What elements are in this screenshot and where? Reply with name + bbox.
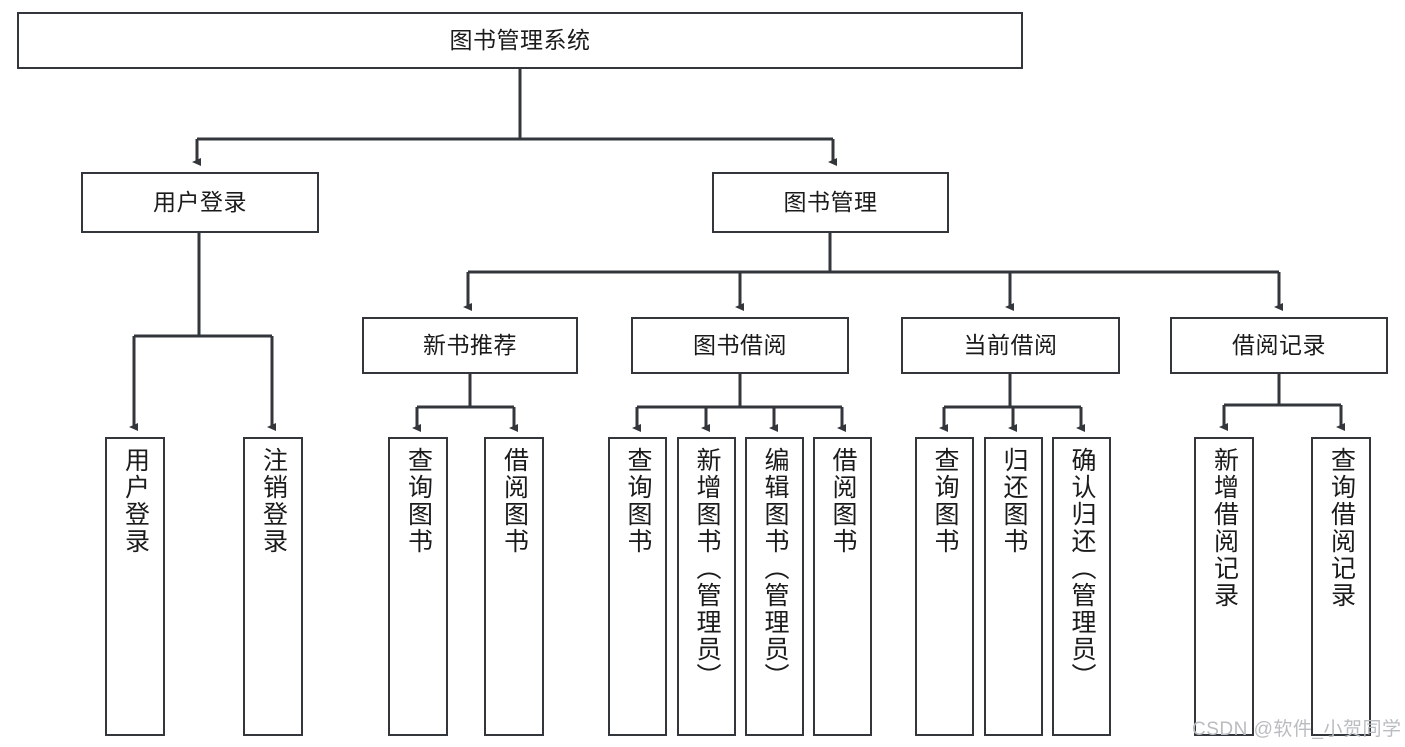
node-root-system[interactable]: 图书管理系统 [17, 12, 1023, 69]
node-leaf-confirm-return-admin[interactable]: 确认归还（管理员） [1052, 437, 1111, 736]
node-leaf-edit-book-admin[interactable]: 编辑图书（管理员） [745, 437, 804, 736]
node-label: 查询图书 [404, 447, 433, 555]
node-leaf-borrow-book[interactable]: 借阅图书 [813, 437, 872, 736]
node-label: 注销登录 [259, 447, 288, 555]
node-leaf-user-login[interactable]: 用户登录 [105, 437, 165, 736]
node-leaf-return-book[interactable]: 归还图书 [984, 437, 1043, 736]
node-leaf-query-borrow-record[interactable]: 查询借阅记录 [1311, 437, 1371, 736]
node-label: 归还图书 [1000, 447, 1028, 555]
node-user-login[interactable]: 用户登录 [81, 172, 319, 233]
node-label: 查询借阅记录 [1327, 447, 1356, 609]
node-label: 新增图书（管理员） [693, 447, 721, 690]
node-label: 用户登录 [121, 447, 150, 555]
csdn-watermark: CSDN @软件_小贺同学 [1192, 719, 1402, 740]
node-label: 确认归还（管理员） [1068, 447, 1096, 690]
node-current-borrow[interactable]: 当前借阅 [901, 317, 1120, 374]
node-borrow-record[interactable]: 借阅记录 [1170, 317, 1388, 374]
node-label: 新增借阅记录 [1210, 447, 1239, 609]
node-book-manage[interactable]: 图书管理 [712, 172, 949, 233]
node-label: 图书管理 [783, 188, 878, 215]
node-label: 查询图书 [931, 447, 959, 555]
node-leaf-query-book-recommend[interactable]: 查询图书 [388, 437, 448, 736]
node-label: 用户登录 [153, 188, 247, 215]
node-label: 查询图书 [624, 447, 652, 555]
node-new-book-recommend[interactable]: 新书推荐 [362, 317, 578, 374]
node-label: 新书推荐 [423, 331, 517, 358]
node-label: 借阅图书 [500, 447, 529, 555]
node-label: 编辑图书（管理员） [761, 447, 789, 690]
node-leaf-user-logout[interactable]: 注销登录 [243, 437, 303, 736]
node-leaf-add-book-admin[interactable]: 新增图书（管理员） [677, 437, 736, 736]
node-leaf-borrow-book-recommend[interactable]: 借阅图书 [484, 437, 544, 736]
node-leaf-add-borrow-record[interactable]: 新增借阅记录 [1194, 437, 1254, 736]
node-leaf-query-book-borrow[interactable]: 查询图书 [608, 437, 667, 736]
node-leaf-query-book-current[interactable]: 查询图书 [915, 437, 974, 736]
node-label: 借阅图书 [829, 447, 857, 555]
node-label: 当前借阅 [963, 331, 1058, 358]
node-book-borrow[interactable]: 图书借阅 [631, 317, 849, 374]
node-label: 借阅记录 [1232, 331, 1326, 358]
node-label: 图书管理系统 [449, 26, 591, 53]
node-label: 图书借阅 [693, 331, 787, 358]
